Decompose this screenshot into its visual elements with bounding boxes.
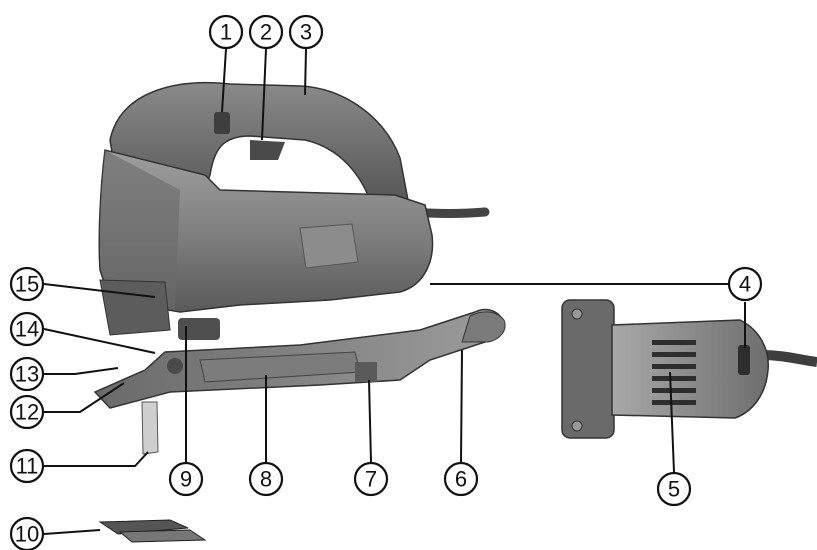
rail-clamp xyxy=(355,362,377,382)
inset-vent-slots xyxy=(652,340,696,405)
leader-lines xyxy=(43,48,746,535)
callout-14: 14 xyxy=(9,311,45,347)
callout-11: 11 xyxy=(9,448,45,484)
svg-text:2: 2 xyxy=(260,20,272,45)
svg-text:11: 11 xyxy=(16,454,39,479)
svg-text:10: 10 xyxy=(15,522,39,547)
inset-screw-top xyxy=(571,308,583,320)
speed-dial xyxy=(738,345,750,375)
lock-button xyxy=(214,112,230,134)
callout-7: 7 xyxy=(353,461,389,497)
jigsaw-illustration xyxy=(93,81,506,455)
svg-text:4: 4 xyxy=(739,272,751,297)
svg-text:9: 9 xyxy=(180,467,192,492)
svg-text:6: 6 xyxy=(455,467,467,492)
blade-holder xyxy=(178,318,220,340)
callout-3: 3 xyxy=(288,14,324,50)
svg-text:8: 8 xyxy=(260,467,272,492)
callout-2: 2 xyxy=(248,14,284,50)
callout-5: 5 xyxy=(656,471,692,507)
motor-cap xyxy=(299,223,359,269)
callout-8: 8 xyxy=(248,461,284,497)
svg-text:7: 7 xyxy=(365,467,377,492)
callout-1: 1 xyxy=(208,14,244,50)
svg-text:1: 1 xyxy=(220,20,232,45)
callout-4: 4 xyxy=(727,266,763,302)
svg-text:13: 13 xyxy=(15,362,39,387)
inset-bracket xyxy=(561,299,615,439)
inset-screw-bottom xyxy=(571,420,583,432)
trigger xyxy=(250,140,285,160)
svg-text:5: 5 xyxy=(668,477,680,502)
svg-text:15: 15 xyxy=(15,272,39,297)
housing xyxy=(98,149,434,313)
callout-15: 15 xyxy=(9,266,45,302)
callout-9: 9 xyxy=(168,461,204,497)
guide-roller xyxy=(167,358,183,374)
front-panel xyxy=(99,150,180,310)
dust-nozzle xyxy=(461,311,506,343)
saw-blade xyxy=(141,401,159,455)
callout-10: 10 xyxy=(9,516,45,550)
blade-guard xyxy=(99,279,171,336)
callout-12: 12 xyxy=(9,394,45,430)
rear-inset-illustration xyxy=(561,299,817,439)
svg-text:3: 3 xyxy=(300,20,312,45)
callout-13: 13 xyxy=(9,356,45,392)
callout-6: 6 xyxy=(443,461,479,497)
svg-text:14: 14 xyxy=(15,317,39,342)
blade-set-illustration xyxy=(98,519,207,543)
svg-text:12: 12 xyxy=(15,400,39,425)
